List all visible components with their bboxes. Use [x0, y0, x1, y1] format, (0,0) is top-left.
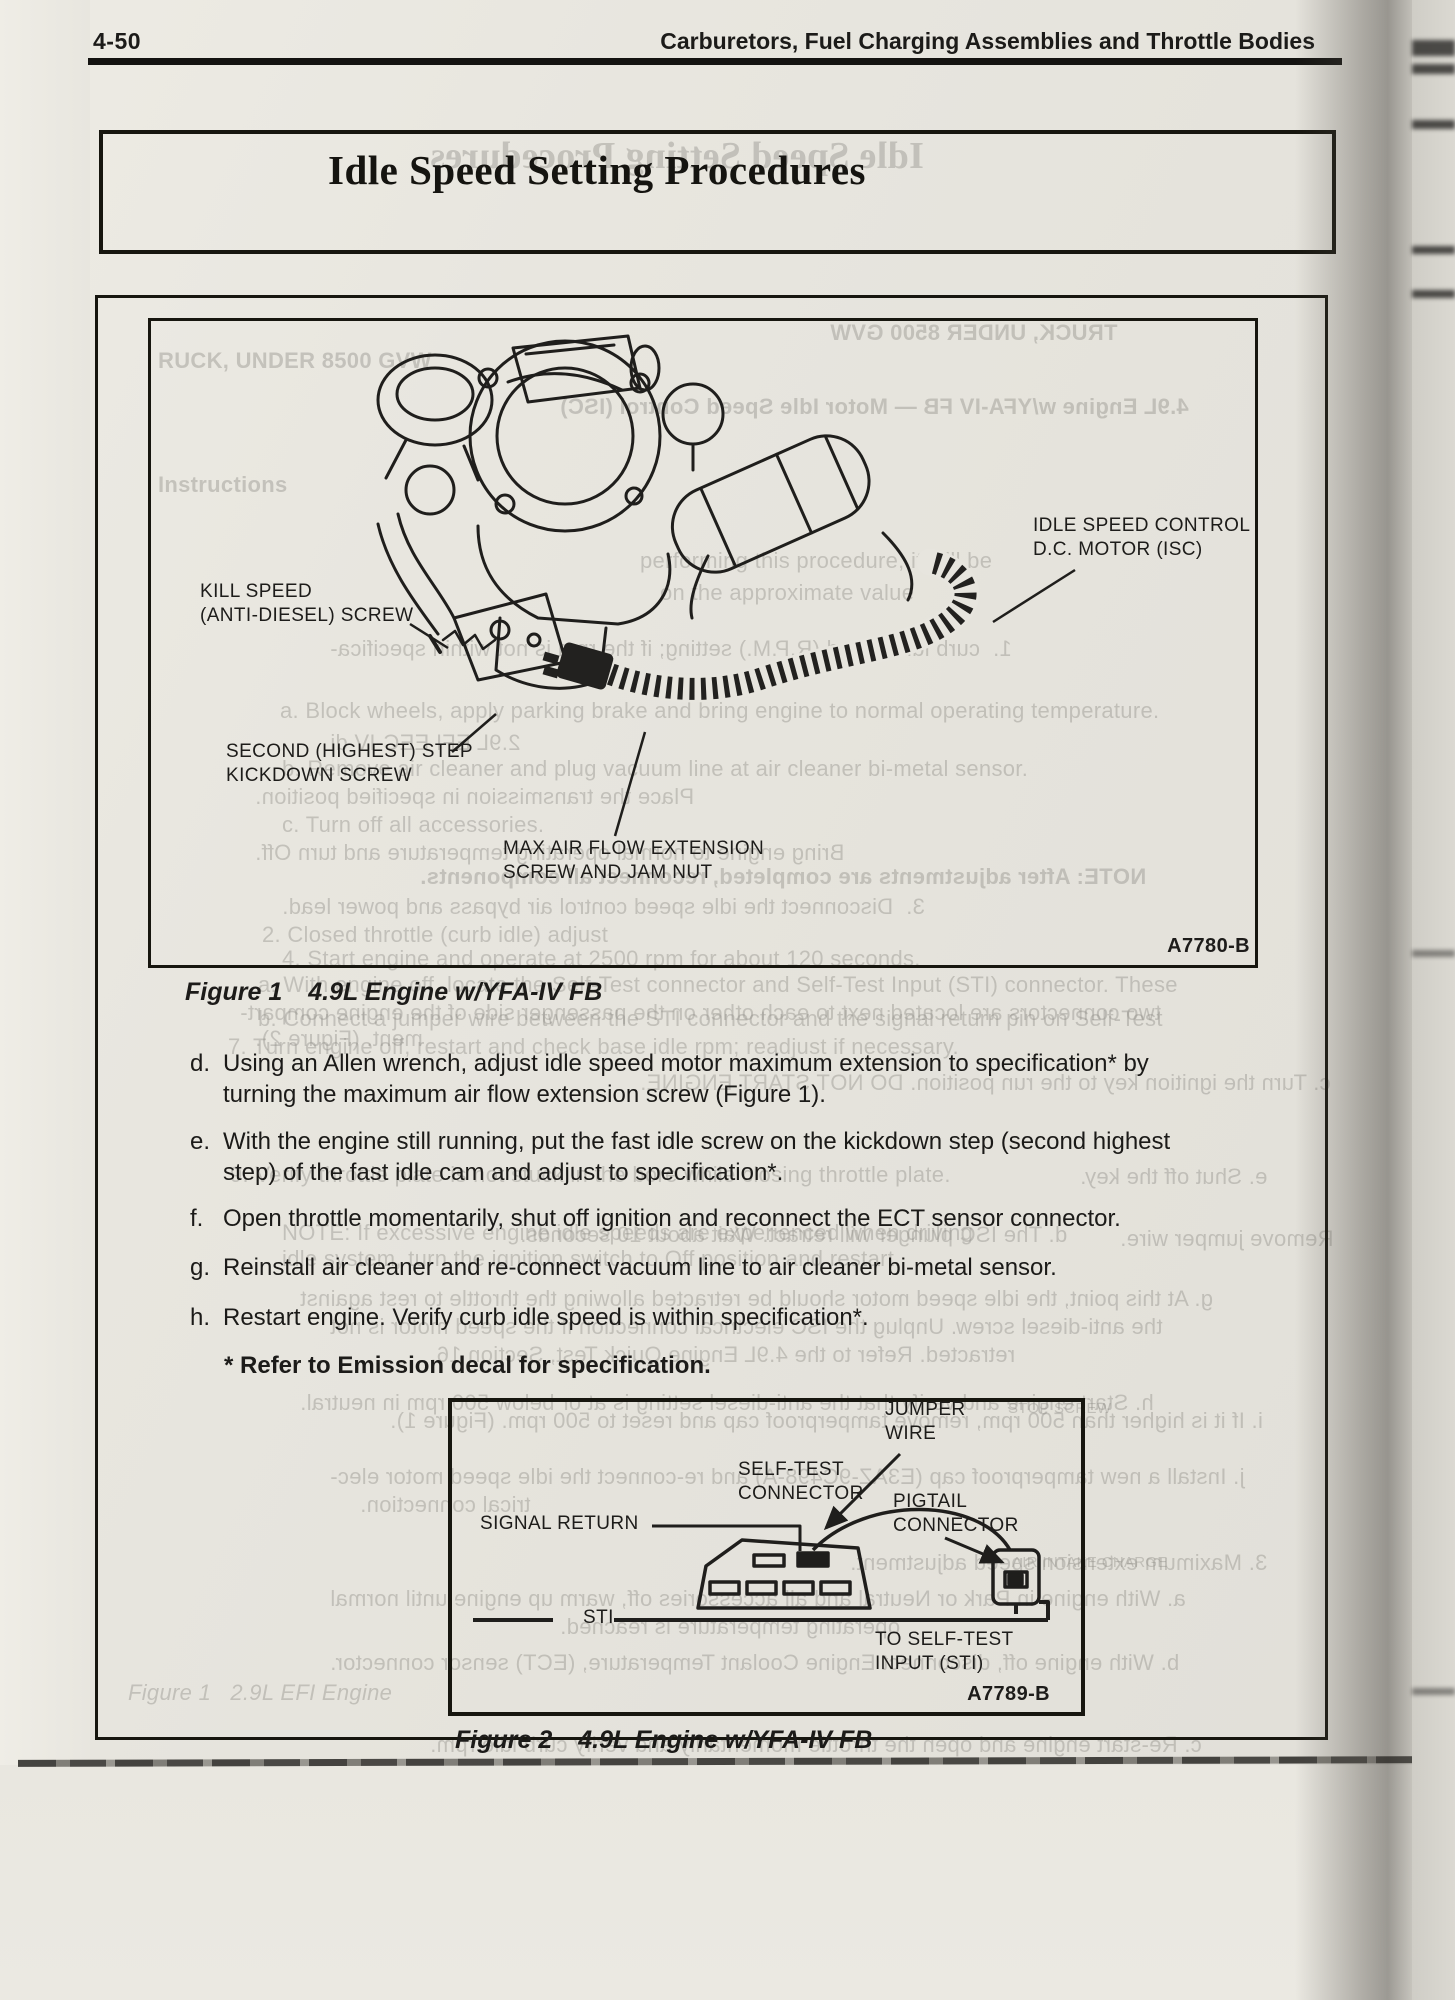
ghost-text: on the approximate value [660, 580, 915, 605]
figure2-caption: Figure 2 4.9L Engine w/YFA-IV FB [455, 1726, 872, 1755]
step-letter: g. [190, 1254, 211, 1281]
figure2-caption-title: 4.9L Engine w/YFA-IV FB [578, 1726, 873, 1754]
ghost-text: 9. Verify throttle plate is not stuck in… [230, 1162, 951, 1187]
figure1-callout: SECOND (HIGHEST) STEP KICKDOWN SCREW [226, 741, 473, 786]
step-letter: e. [190, 1128, 211, 1155]
edge-mark [1412, 950, 1455, 957]
figure2-callout: JUMPER WIRE [885, 1399, 966, 1444]
ghost-text: NOTE: If excessive engine idle speeds ar… [282, 1220, 974, 1245]
leader-lines [409, 568, 1076, 837]
figure2-callout: SELF-TEST CONNECTOR [738, 1459, 864, 1504]
procedure-step-g: g. Reinstall air cleaner and re-connect v… [190, 1252, 1210, 1283]
step-text: With the engine still running, put the f… [223, 1128, 1171, 1186]
figure1-callout: KILL SPEED (ANTI-DIESEL) SCREW [200, 581, 414, 626]
ghost-text: Figure 1 2.9L EFI Engine [128, 1680, 393, 1705]
step-text: Using an Allen wrench, adjust idle speed… [223, 1050, 1149, 1108]
procedure-step-d: d. Using an Allen wrench, adjust idle spe… [190, 1048, 1210, 1110]
jumper-wire-curve [811, 1507, 1012, 1552]
ghost-text: 2. Closed throttle (curb idle) adjust [262, 922, 609, 947]
figure2-code: A7789-B [967, 1683, 1050, 1705]
ghost-text: b. Remove air cleaner and plug vacuum li… [282, 756, 1029, 781]
step-letter: d. [190, 1050, 211, 1077]
step-text: Reinstall air cleaner and re-connect vac… [223, 1254, 1057, 1281]
step-letter: h. [190, 1304, 211, 1331]
edge-mark [1412, 246, 1455, 254]
section-title: Idle Speed Setting Procedures [328, 147, 867, 193]
edge-mark [1412, 1688, 1455, 1695]
figure2-caption-label: Figure 2 [455, 1726, 553, 1754]
procedure-step-f: f. Open throttle momentarily, shut off ig… [190, 1203, 1210, 1234]
figure1-frame [148, 318, 1258, 968]
page-number: 4-50 [93, 28, 142, 54]
self-test-connector-shape [696, 1538, 872, 1610]
figure2-callout: SIGNAL RETURN [480, 1513, 639, 1534]
edge-mark [1412, 64, 1455, 74]
section-title-box [99, 130, 1336, 254]
jumper-wire-arrow [823, 1452, 902, 1531]
header-rule [88, 58, 1342, 65]
ghost-text: 7. Turn engine off, restart and check ba… [228, 1034, 959, 1059]
content-border-box [95, 295, 1328, 1740]
running-header: Carburetors, Fuel Charging Assemblies an… [660, 28, 1315, 54]
procedure-step-h: h. Restart engine. Verify curb idle speed… [190, 1302, 1210, 1333]
carburetor-drawing [376, 334, 1076, 837]
figure1-caption-label: Figure 1 [185, 978, 283, 1006]
figure2-callout: PIGTAIL CONNECTOR [893, 1491, 1019, 1536]
figure1-caption: Figure 1 4.9L Engine w/YFA-IV FB [185, 978, 602, 1007]
figure1-code: A7780-B [1167, 935, 1250, 957]
figure1-caption-title: 4.9L Engine w/YFA-IV FB [308, 978, 603, 1006]
ghost-text: idle system, turn the ignition switch to… [282, 1246, 901, 1271]
ghost-text: b. Connect a jumper wire between the STI… [258, 1006, 1163, 1031]
step-letter: f. [190, 1205, 204, 1232]
paper-left-edge [0, 0, 90, 2000]
edge-mark [1412, 290, 1455, 298]
procedure-step-e: e. With the engine still running, put the… [190, 1126, 1210, 1188]
next-page-edge [1412, 0, 1455, 2000]
step-text: Restart engine. Verify curb idle speed i… [223, 1304, 869, 1331]
step-text: Open throttle momentarily, shut off igni… [223, 1205, 1121, 1232]
harness-connector [542, 642, 614, 690]
edge-mark [1412, 40, 1455, 56]
ghost-text: c. Turn off all accessories. [282, 812, 545, 837]
paper-below-page [0, 1765, 1455, 2000]
figure2-callout: STI [583, 1607, 614, 1628]
pigtail-arrow [944, 1536, 1005, 1564]
figure2-callout: TO SELF-TEST INPUT (STI) [875, 1629, 1014, 1674]
edge-mark [1412, 120, 1455, 129]
figure2-frame [448, 1398, 1085, 1716]
self-test-connector-drawing [473, 1452, 1050, 1622]
figure1-callout: IDLE SPEED CONTROL D.C. MOTOR (ISC) [1033, 515, 1251, 560]
ghost-text: Instructions [158, 472, 288, 497]
emission-footnote: * Refer to Emission decal for specificat… [224, 1352, 711, 1379]
ghost-text: RUCK, UNDER 8500 GVW [158, 348, 432, 373]
figure1-callout: MAX AIR FLOW EXTENSION SCREW AND JAM NUT [503, 838, 765, 883]
ghost-text: a. With engine off, locate the Self-Test… [258, 972, 1178, 997]
ghost-text: a. Block wheels, apply parking brake and… [280, 698, 1160, 723]
